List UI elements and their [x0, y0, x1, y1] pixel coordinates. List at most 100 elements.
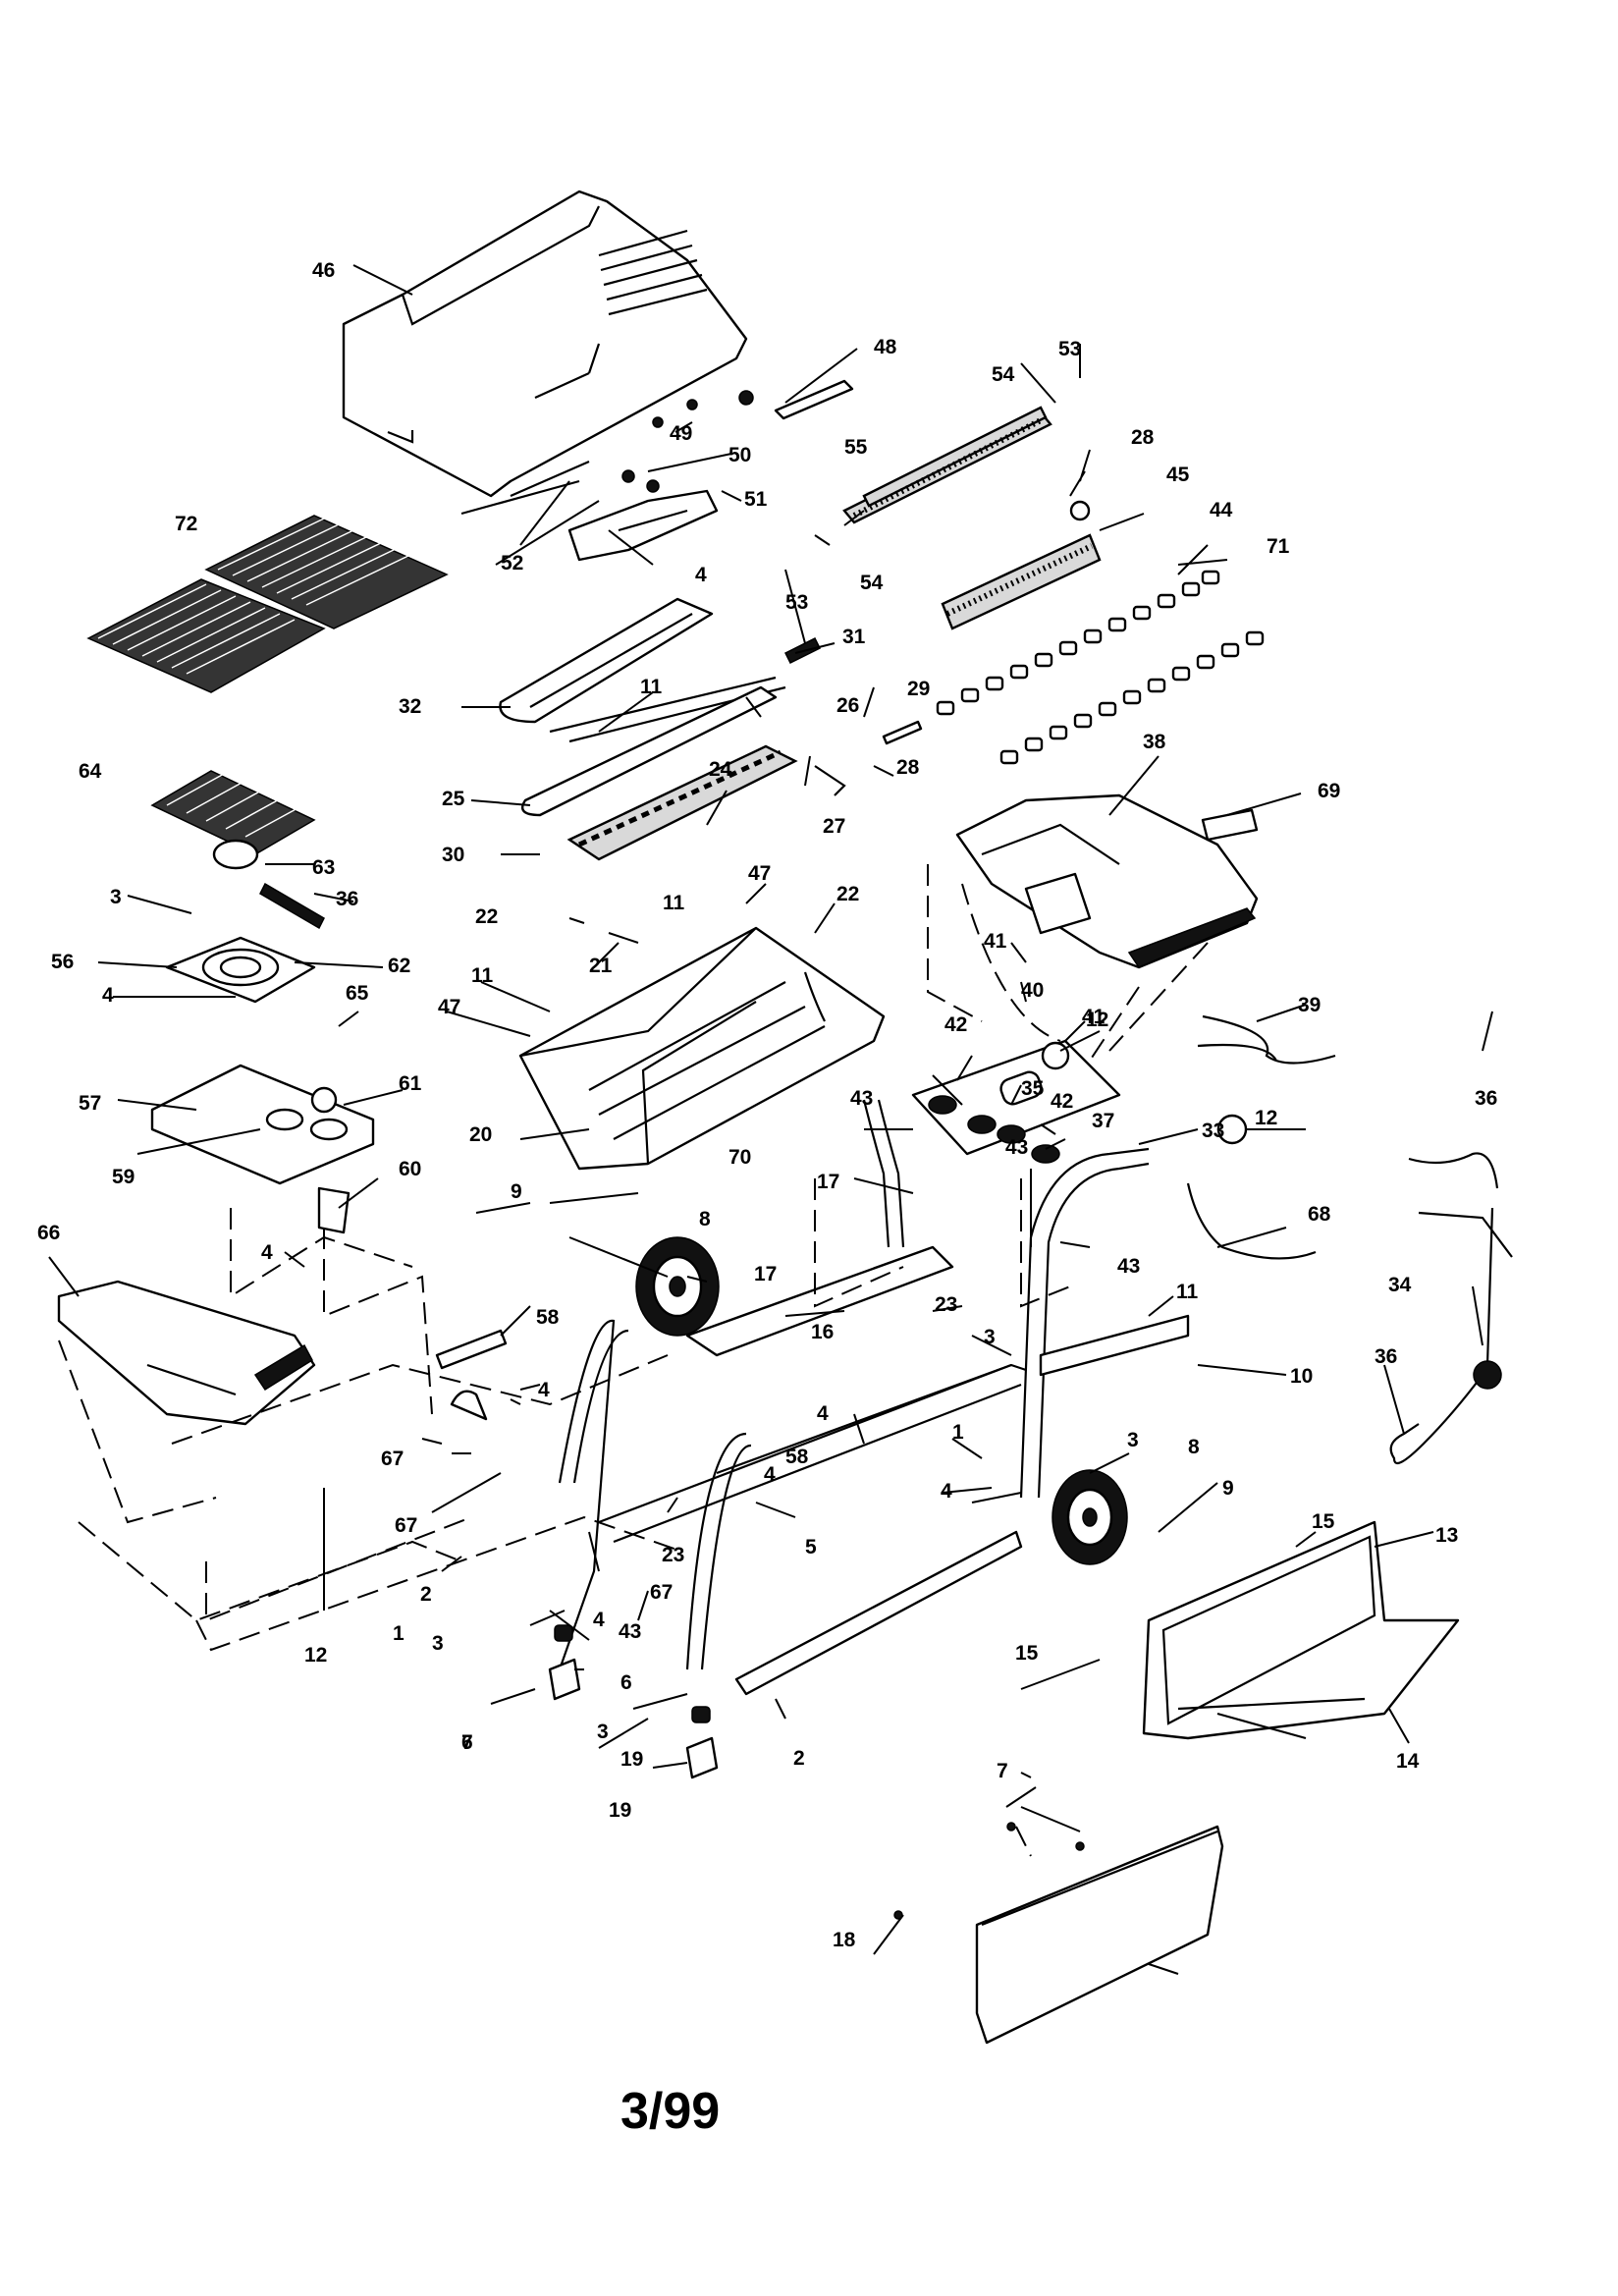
callout-label: 40 — [1021, 979, 1044, 1002]
callout-label: 59 — [112, 1166, 135, 1188]
callout-label: 12 — [1255, 1107, 1277, 1129]
side-shelf-part — [57, 1280, 316, 1426]
callout-label: 50 — [728, 444, 751, 466]
warming-rack-part — [150, 770, 316, 855]
cooking-grates-part — [86, 515, 449, 693]
callout-label: 19 — [609, 1799, 631, 1822]
callout-label: 31 — [842, 626, 866, 648]
callout-label: 15 — [1015, 1642, 1039, 1665]
callout-label: 41 — [984, 930, 1007, 953]
control-panel-part — [955, 793, 1259, 969]
callout-label: 20 — [469, 1123, 492, 1146]
handle-parts — [460, 379, 854, 562]
callout-label: 9 — [1222, 1477, 1234, 1500]
callout-label: 44 — [1210, 499, 1233, 521]
page-reference: 3/99 — [620, 2083, 721, 2140]
callout-label: 4 — [817, 1402, 829, 1425]
bottom-basket-part — [1142, 1520, 1460, 1740]
callout-label: 58 — [536, 1306, 560, 1329]
callout-label: 43 — [850, 1087, 873, 1110]
callout-label: 16 — [811, 1321, 834, 1343]
callout-label: 22 — [475, 905, 498, 928]
callout-label: 62 — [388, 955, 410, 977]
callout-label: 53 — [785, 591, 808, 614]
lid-part — [342, 190, 748, 498]
callout-label: 11 — [471, 964, 494, 987]
callout-label: 3 — [1127, 1429, 1139, 1451]
callout-label: 71 — [1267, 535, 1290, 558]
door-panel-part — [975, 1825, 1224, 2045]
callout-label: 32 — [399, 695, 421, 718]
callout-label: 58 — [785, 1446, 809, 1468]
callout-label: 3 — [984, 1326, 996, 1348]
callout-label: 1 — [952, 1421, 964, 1444]
callout-label: 4 — [102, 984, 114, 1007]
callout-label: 67 — [650, 1581, 673, 1604]
firebox-part — [518, 926, 886, 1171]
callout-label: 43 — [1005, 1136, 1028, 1159]
callout-label: 67 — [395, 1514, 417, 1537]
callout-label: 64 — [79, 760, 102, 783]
callout-label: 23 — [662, 1544, 684, 1566]
callout-label: 37 — [1092, 1110, 1114, 1132]
callout-label: 30 — [442, 844, 464, 866]
callout-label: 39 — [1298, 994, 1321, 1016]
callout-label: 54 — [860, 572, 884, 594]
callout-label: 70 — [728, 1146, 751, 1169]
callout-label: 4 — [941, 1480, 952, 1503]
callout-label: 36 — [1475, 1087, 1497, 1110]
callout-label: 55 — [844, 436, 868, 459]
callout-label: 7 — [461, 1731, 473, 1754]
callout-label: 41 — [1082, 1006, 1106, 1028]
flavorizer-bars-part — [842, 406, 1052, 524]
callout-label: 38 — [1143, 731, 1166, 753]
callout-label: 29 — [907, 678, 930, 700]
caster-part — [548, 1624, 719, 1779]
callout-label: 28 — [1131, 426, 1155, 449]
briquettes-part — [936, 570, 1265, 765]
callout-label: 7 — [997, 1760, 1008, 1782]
callout-label: 6 — [461, 1731, 473, 1754]
callout-label: 36 — [336, 888, 358, 910]
callout-label: 14 — [1396, 1750, 1420, 1773]
callout-label: 12 — [304, 1644, 327, 1667]
callout-label: 18 — [833, 1929, 856, 1951]
callout-label: 4 — [764, 1463, 776, 1486]
callout-label: 11 — [640, 676, 663, 698]
callout-label: 28 — [896, 756, 920, 779]
callout-label: 26 — [836, 694, 859, 717]
callout-label: 11 — [663, 892, 685, 914]
callout-label: 11 — [1176, 1281, 1199, 1303]
callout-label: 33 — [1202, 1120, 1224, 1142]
callout-label: 2 — [420, 1583, 432, 1606]
callout-label: 52 — [501, 552, 523, 574]
callout-label: 42 — [944, 1013, 967, 1036]
callout-label: 3 — [110, 886, 122, 908]
callout-label: 66 — [37, 1222, 60, 1244]
callout-label: 43 — [1117, 1255, 1140, 1278]
hose-regulator-part — [1389, 1152, 1513, 1465]
callout-label: 43 — [619, 1620, 641, 1643]
callout-label: 25 — [442, 788, 465, 810]
callout-label: 6 — [620, 1671, 632, 1694]
manifold-panel-part — [911, 1039, 1248, 1164]
callout-label: 23 — [935, 1293, 957, 1316]
callout-label: 12 — [1086, 1009, 1108, 1031]
callout-label: 5 — [805, 1536, 817, 1558]
callout-label: 10 — [1290, 1365, 1313, 1388]
callout-label: 15 — [1312, 1510, 1335, 1533]
callout-label: 8 — [699, 1208, 711, 1230]
callout-label: 17 — [817, 1171, 839, 1193]
callout-label: 46 — [312, 259, 335, 282]
callout-label: 19 — [620, 1748, 643, 1771]
callout-label: 42 — [1051, 1090, 1073, 1113]
callout-label: 4 — [538, 1379, 550, 1401]
callout-label: 63 — [312, 856, 335, 879]
callout-label: 4 — [261, 1241, 273, 1264]
callout-label: 34 — [1388, 1274, 1412, 1296]
wheel-part — [635, 1236, 1128, 1565]
callout-label: 56 — [51, 951, 74, 973]
callout-label: 4 — [593, 1609, 605, 1631]
callout-label: 53 — [1058, 338, 1081, 360]
